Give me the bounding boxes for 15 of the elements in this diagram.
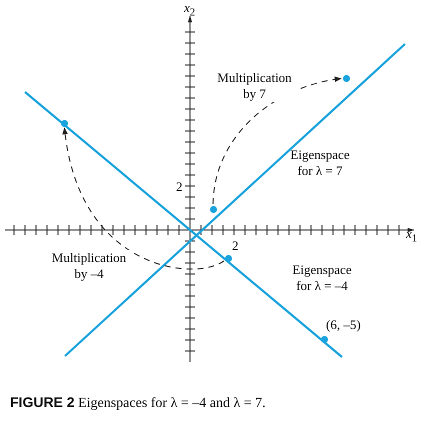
curved-arrow (62, 127, 224, 270)
tick-label: 2 (176, 179, 182, 195)
point-dot (342, 74, 350, 82)
point-coordinates: (6, –5) (326, 317, 361, 333)
axis-label: x$_{1}$ (406, 226, 418, 247)
point-dot (60, 120, 68, 126)
point-dot (210, 206, 216, 212)
figure-caption: FIGURE 2 Eigenspaces for λ = –4 and λ = 7. (10, 394, 266, 412)
point-dot (224, 254, 232, 262)
axis-label: x$_{2}$ (184, 0, 196, 21)
curved-arrow (212, 76, 342, 204)
tick-label: 2 (232, 238, 238, 254)
line-label: Eigenspace for λ = –4 (291, 262, 353, 294)
line-label: Eigenspace for λ = 7 (289, 147, 351, 179)
point-dot (320, 336, 328, 342)
